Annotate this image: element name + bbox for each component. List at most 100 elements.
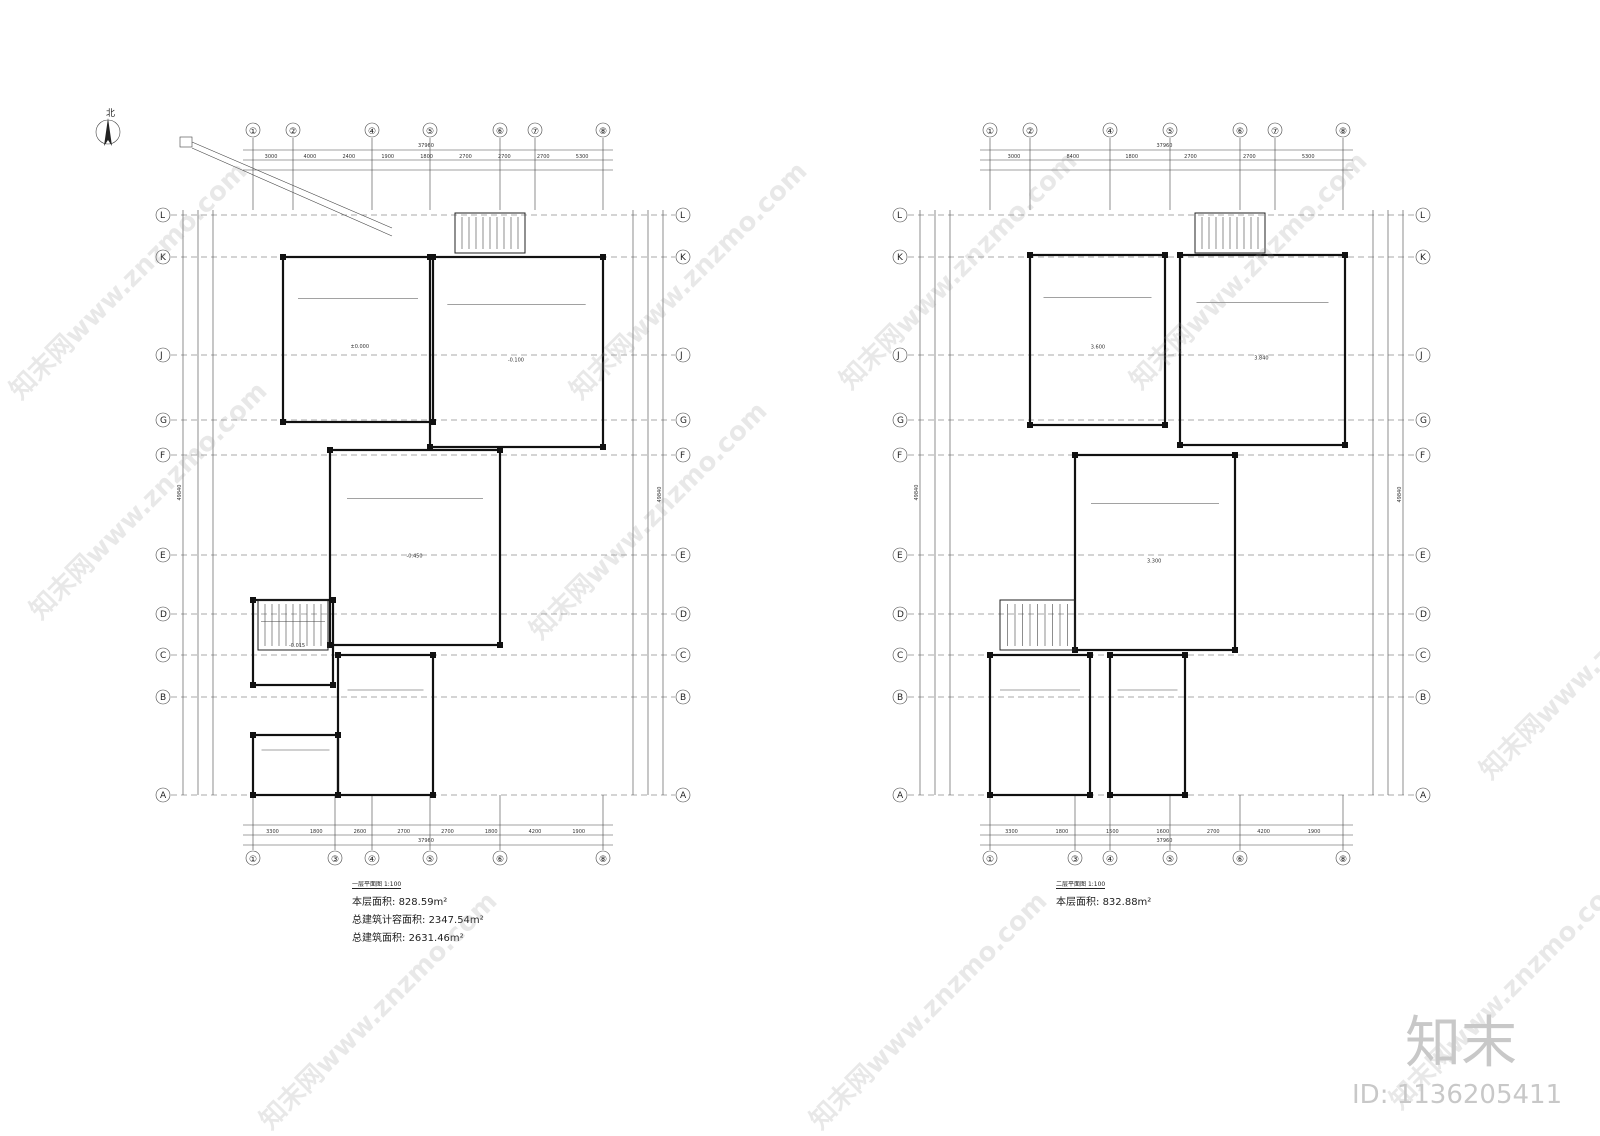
axis-bubble <box>892 606 908 622</box>
axis-bubble <box>1067 850 1083 866</box>
axis-label: G <box>897 416 904 426</box>
floor-area-row: 本层面积: 832.88m² <box>1056 897 1152 908</box>
axis-bubble <box>1102 122 1118 138</box>
axis-bubble <box>595 850 611 866</box>
axis-label: ⑤ <box>426 855 434 865</box>
column <box>1342 252 1348 258</box>
axis-bubble <box>892 689 908 705</box>
axis-label: ⑤ <box>426 127 434 137</box>
wall-outline <box>988 653 1092 797</box>
column <box>1177 252 1183 258</box>
axis-label: F <box>680 451 685 461</box>
axis-bubble <box>1232 850 1248 866</box>
axis-label: B <box>1420 693 1426 703</box>
axis-label: G <box>1420 416 1427 426</box>
axis-label: D <box>1420 610 1427 620</box>
north-arrow-icon: 北 <box>95 108 121 146</box>
axis-bubble <box>1415 689 1431 705</box>
wall-outline <box>1073 453 1237 652</box>
axis-label: ⑥ <box>1236 127 1244 137</box>
axis-bubble <box>155 207 171 223</box>
axis-label: G <box>160 416 167 426</box>
axis-label: A <box>160 791 167 801</box>
axis-bubble <box>675 689 691 705</box>
axis-label: J <box>159 351 163 361</box>
column <box>335 792 341 798</box>
column <box>430 792 436 798</box>
axis-bubble <box>675 547 691 563</box>
column <box>250 597 256 603</box>
plan-title: 二层平面图 1:100 <box>1056 881 1106 889</box>
axis-bubble <box>1415 647 1431 663</box>
axis-bubble <box>492 850 508 866</box>
axis-label: ④ <box>1106 855 1114 865</box>
axis-bubble <box>892 347 908 363</box>
dimension-label: 2700 <box>1207 829 1220 835</box>
axis-bubble <box>675 207 691 223</box>
dimension-label: 2700 <box>537 154 550 160</box>
axis-bubble <box>675 606 691 622</box>
level-mark: ±0.000 <box>351 344 370 350</box>
axis-bubble <box>327 850 343 866</box>
axis-label: F <box>160 451 165 461</box>
column <box>1177 442 1183 448</box>
floor-area-row: 本层面积: 828.59m² <box>352 897 448 908</box>
axis-label: F <box>897 451 902 461</box>
column <box>335 732 341 738</box>
axis-bubble <box>982 850 998 866</box>
dimension-label: 5300 <box>1302 154 1315 160</box>
level-mark: -0.100 <box>508 358 524 364</box>
column <box>250 732 256 738</box>
axis-label: E <box>897 551 903 561</box>
column <box>1087 652 1093 658</box>
axis-bubble <box>1415 347 1431 363</box>
axis-bubble <box>527 122 543 138</box>
column <box>330 597 336 603</box>
axis-bubble <box>675 347 691 363</box>
axis-bubble <box>1415 249 1431 265</box>
axis-bubble <box>892 412 908 428</box>
axis-label: E <box>680 551 686 561</box>
column <box>427 254 433 260</box>
axis-label: ① <box>986 127 994 137</box>
wall-outline <box>336 653 435 797</box>
axis-label: ⑧ <box>599 855 607 865</box>
axis-bubble <box>675 647 691 663</box>
dimension-label: 2600 <box>354 829 367 835</box>
overall-dimension-bottom: 37960 <box>418 838 434 844</box>
axis-bubble <box>675 787 691 803</box>
dimension-label: 1900 <box>1308 829 1321 835</box>
axis-bubble <box>492 122 508 138</box>
axis-label: ② <box>289 127 297 137</box>
axis-label: L <box>680 211 685 221</box>
axis-label: L <box>897 211 902 221</box>
axis-label: B <box>897 693 903 703</box>
axis-bubble <box>595 122 611 138</box>
column <box>280 254 286 260</box>
column <box>987 652 993 658</box>
axis-label: L <box>1420 211 1425 221</box>
dimension-label: 5300 <box>576 154 589 160</box>
column <box>330 682 336 688</box>
axis-bubble <box>245 122 261 138</box>
axis-bubble <box>1102 850 1118 866</box>
axis-label: A <box>680 791 687 801</box>
dimension-label: 3000 <box>265 154 278 160</box>
column <box>1342 442 1348 448</box>
dimension-label: 8400 <box>1066 154 1079 160</box>
column <box>430 419 436 425</box>
site-link-lines <box>179 136 393 237</box>
axis-bubble <box>1267 122 1283 138</box>
axis-label: E <box>160 551 166 561</box>
column <box>327 447 333 453</box>
axis-label: ④ <box>1106 127 1114 137</box>
column <box>430 652 436 658</box>
axis-label: C <box>1420 651 1426 661</box>
overall-dimension-side: 49840 <box>914 485 920 501</box>
column <box>1107 652 1113 658</box>
axis-label: C <box>680 651 686 661</box>
axis-bubble <box>892 647 908 663</box>
stair <box>1194 212 1266 254</box>
